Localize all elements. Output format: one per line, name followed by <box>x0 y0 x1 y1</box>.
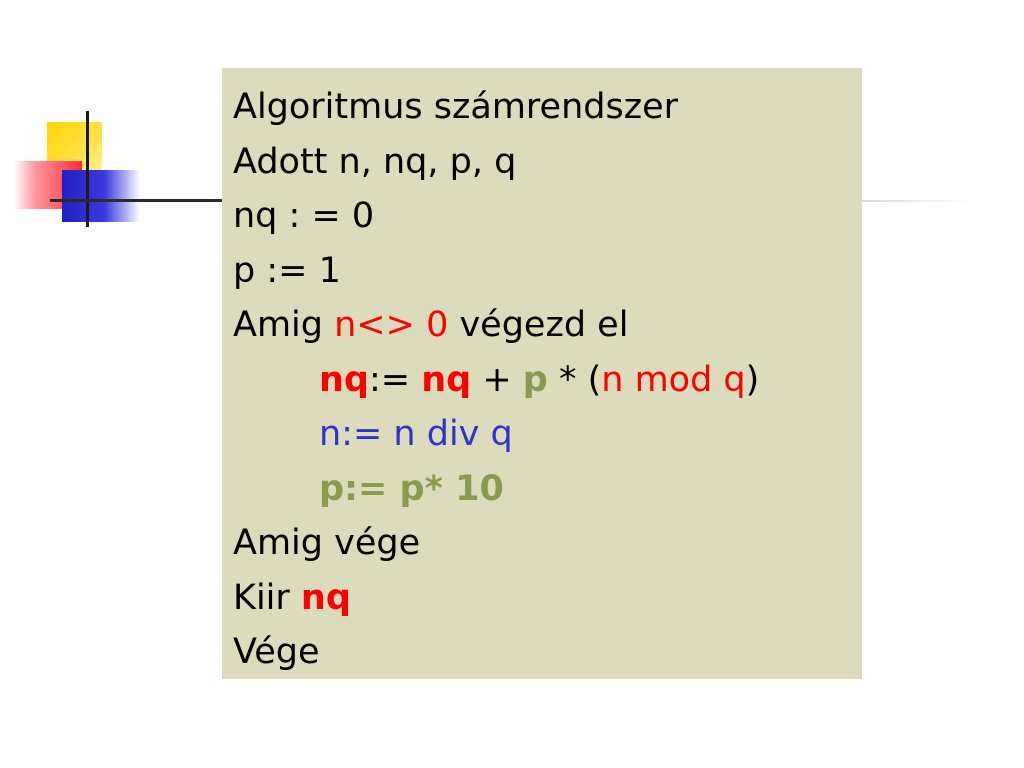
plus-op: + <box>471 359 523 400</box>
keyword-vegezd-el: végezd el <box>448 305 629 345</box>
horizontal-line-decoration <box>50 199 225 202</box>
assign-op: := <box>368 359 422 400</box>
code-line-title: Algoritmus számrendszer <box>233 87 679 127</box>
decorative-squares <box>0 0 230 240</box>
code-line-given: Adott n, nq, p, q <box>233 141 517 182</box>
var-p: p <box>522 359 548 400</box>
mult-op: * ( <box>547 359 602 400</box>
code-line-p-update: p:= p* 10 <box>319 468 504 509</box>
var-nq: nq <box>300 577 351 618</box>
code-line-init-nq: nq : = 0 <box>233 196 375 236</box>
mod-expression: n mod q <box>601 359 746 400</box>
blue-square-decoration <box>62 170 140 222</box>
var-nq: nq <box>319 359 369 400</box>
keyword-kiir: Kiir <box>233 577 301 618</box>
keyword-amig: Amig <box>233 305 335 345</box>
code-line-print: Kiir nq <box>233 571 862 626</box>
code-line-end-while: Amig vége <box>233 523 421 563</box>
algorithm-box: Algoritmus számrendszer Adott n, nq, p, … <box>222 68 862 679</box>
code-line-while: Amig n<> 0 végezd el <box>233 298 862 353</box>
close-paren: ) <box>745 359 760 400</box>
code-line-n-update: n:= n div q <box>319 414 513 454</box>
code-line-nq-update: nq:= nq + p * (n mod q) <box>233 353 862 408</box>
vertical-line-decoration <box>86 111 89 227</box>
faded-line-decoration <box>860 200 970 202</box>
code-line-init-p: p := 1 <box>233 250 341 291</box>
var-nq: nq <box>421 359 472 400</box>
code-line-end: Vége <box>233 632 320 672</box>
while-condition: n<> 0 <box>334 305 449 345</box>
